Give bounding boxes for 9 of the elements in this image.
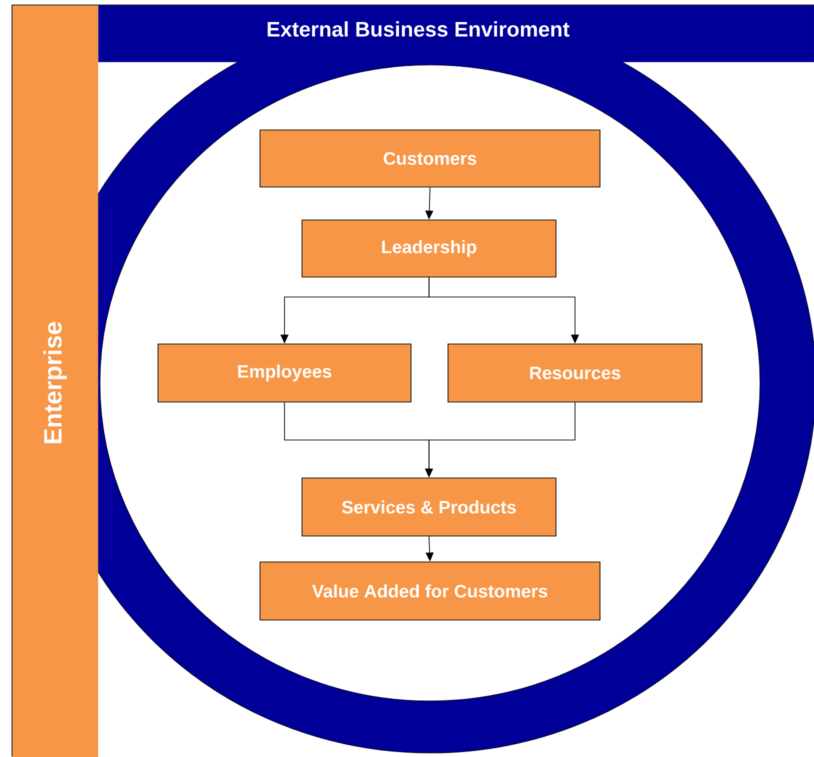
process-box: Resources [448, 344, 702, 402]
process-box: Customers [260, 130, 600, 188]
process-box: Services & Products [302, 478, 556, 536]
process-box: Value Added for Customers [260, 562, 600, 620]
banner: External Business Enviroment [98, 5, 814, 62]
side-bar: Enterprise [12, 5, 98, 757]
process-box: Employees [158, 344, 412, 402]
node-label: External Business Enviroment [268, 21, 570, 37]
process-box: Leadership [302, 220, 556, 278]
